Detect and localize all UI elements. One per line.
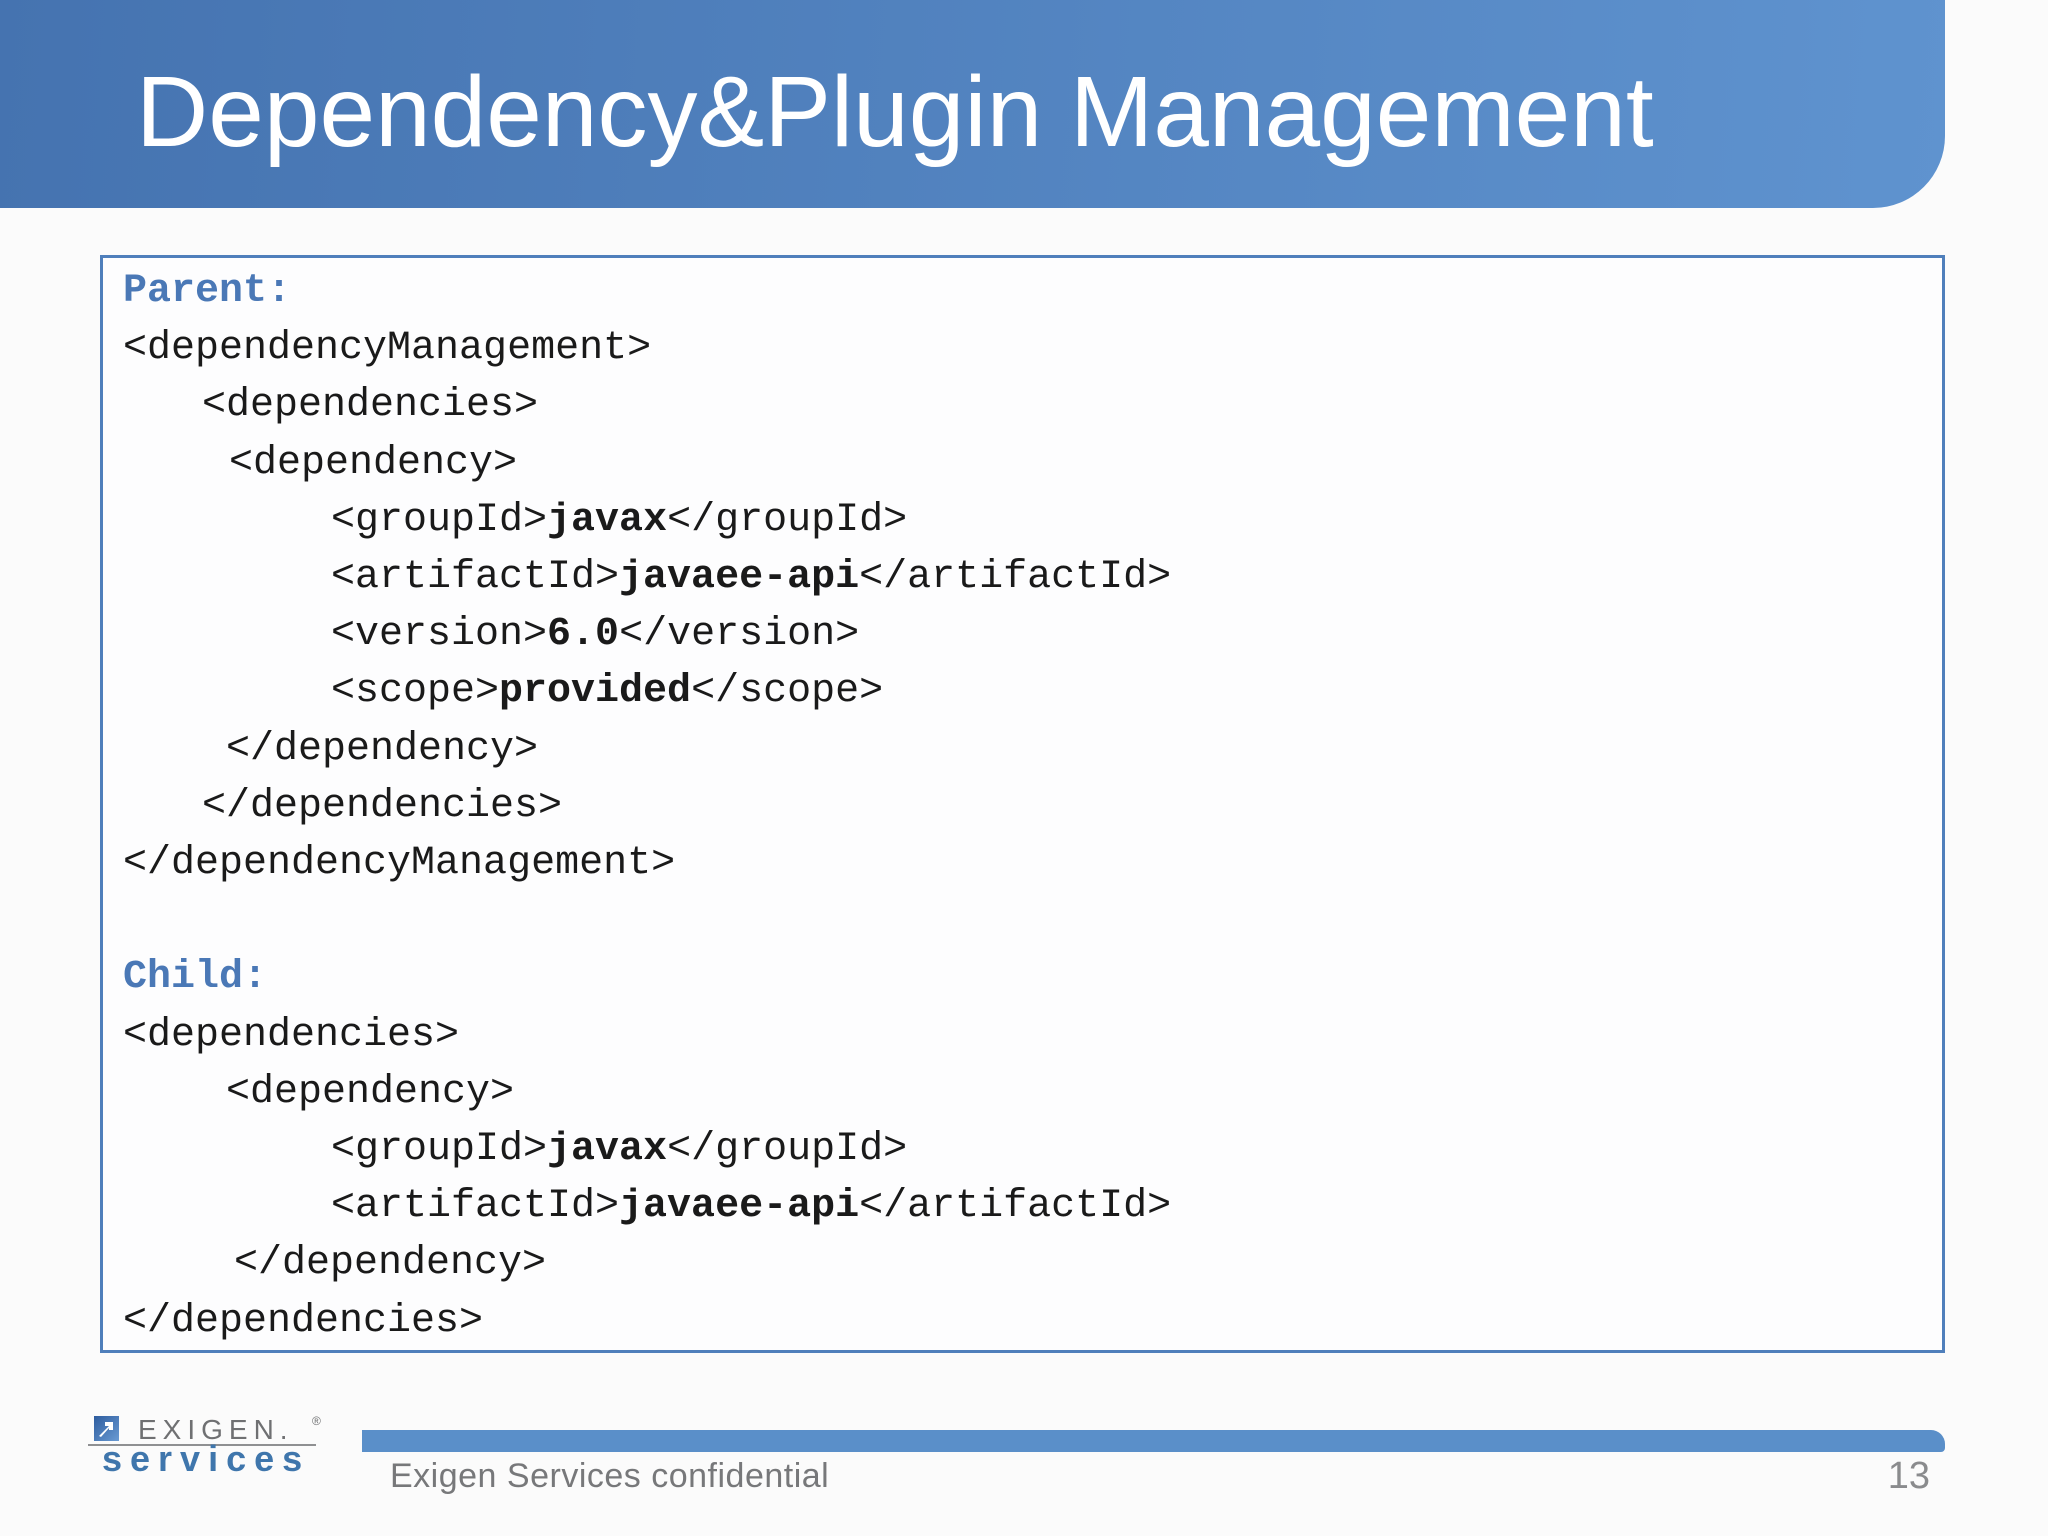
- code-tag-text: </artifactId>: [859, 555, 1172, 601]
- code-tag-text: </scope>: [691, 669, 884, 715]
- code-tag-text: <dependencies>: [202, 383, 539, 429]
- footer-accent-bar: [362, 1430, 1945, 1452]
- code-tag-text: <dependencyManagement>: [123, 326, 652, 372]
- code-line: <dependencies>: [123, 1007, 1924, 1064]
- code-tag-text: </dependencies>: [202, 783, 563, 829]
- code-tag-text: </dependency>: [226, 726, 539, 772]
- registered-trademark-icon: ®: [312, 1414, 321, 1428]
- code-section-label: Parent:: [123, 269, 292, 314]
- code-line: </dependencyManagement>: [123, 835, 1924, 892]
- code-tag-text: <dependency>: [226, 1069, 515, 1115]
- code-tag-text: <groupId>: [331, 497, 548, 543]
- code-tag-text: </groupId>: [667, 1127, 908, 1173]
- code-line: </dependencies>: [123, 778, 1924, 835]
- code-line: <artifactId>javaee-api</artifactId>: [123, 1178, 1924, 1235]
- code-value-bold: 6.0: [547, 612, 620, 658]
- code-line: </dependency>: [123, 721, 1924, 778]
- code-line: <dependencyManagement>: [123, 320, 1924, 377]
- code-line: </dependencies>: [123, 1293, 1924, 1350]
- code-tag-text: </dependencyManagement>: [123, 841, 676, 887]
- code-line: <scope>provided</scope>: [123, 663, 1924, 720]
- code-tag-text: </groupId>: [667, 497, 908, 543]
- code-value-bold: javaee-api: [619, 555, 860, 601]
- blank-line: [123, 892, 1924, 949]
- code-line: <artifactId>javaee-api</artifactId>: [123, 549, 1924, 606]
- code-value-bold: javax: [547, 497, 668, 543]
- code-section-label: Child:: [123, 955, 268, 1001]
- confidential-label: Exigen Services confidential: [390, 1457, 830, 1495]
- code-tag-text: <scope>: [331, 669, 500, 715]
- code-box: Parent: <dependencyManagement> <dependenci…: [100, 255, 1945, 1353]
- code-line: <dependency>: [123, 435, 1924, 492]
- page-number: 13: [1887, 1455, 1930, 1497]
- code-line: <dependency>: [123, 1064, 1924, 1121]
- code-tag-text: <groupId>: [331, 1127, 548, 1173]
- code-line: </dependency>: [123, 1235, 1924, 1292]
- title-bar: Dependency&Plugin Management: [0, 0, 1945, 208]
- code-line: <groupId>javax</groupId>: [123, 492, 1924, 549]
- code-tag-text: </dependencies>: [123, 1298, 484, 1344]
- code-value-bold: provided: [499, 669, 692, 715]
- code-tag-text: </version>: [619, 612, 860, 658]
- code-value-bold: javaee-api: [619, 1184, 860, 1230]
- code-line: <version>6.0</version>: [123, 606, 1924, 663]
- code-line: <groupId>javax</groupId>: [123, 1121, 1924, 1178]
- code-tag-text: <artifactId>: [331, 1184, 620, 1230]
- code-tag-text: <dependency>: [229, 440, 518, 486]
- logo-services-text: services: [102, 1438, 311, 1479]
- code-line: <dependencies>: [123, 377, 1924, 434]
- slide-title: Dependency&Plugin Management: [136, 55, 1654, 168]
- logo-divider: [88, 1444, 316, 1446]
- code-tag-text: </artifactId>: [859, 1184, 1172, 1230]
- code-value-bold: javax: [547, 1127, 668, 1173]
- logo-brand-text: EXIGEN.: [138, 1414, 294, 1445]
- code-tag-text: </dependency>: [234, 1241, 547, 1287]
- code-tag-text: <dependencies>: [123, 1012, 460, 1058]
- exigen-arrow-icon: [94, 1416, 119, 1441]
- code-tag-text: <version>: [331, 612, 548, 658]
- code-tag-text: <artifactId>: [331, 555, 620, 601]
